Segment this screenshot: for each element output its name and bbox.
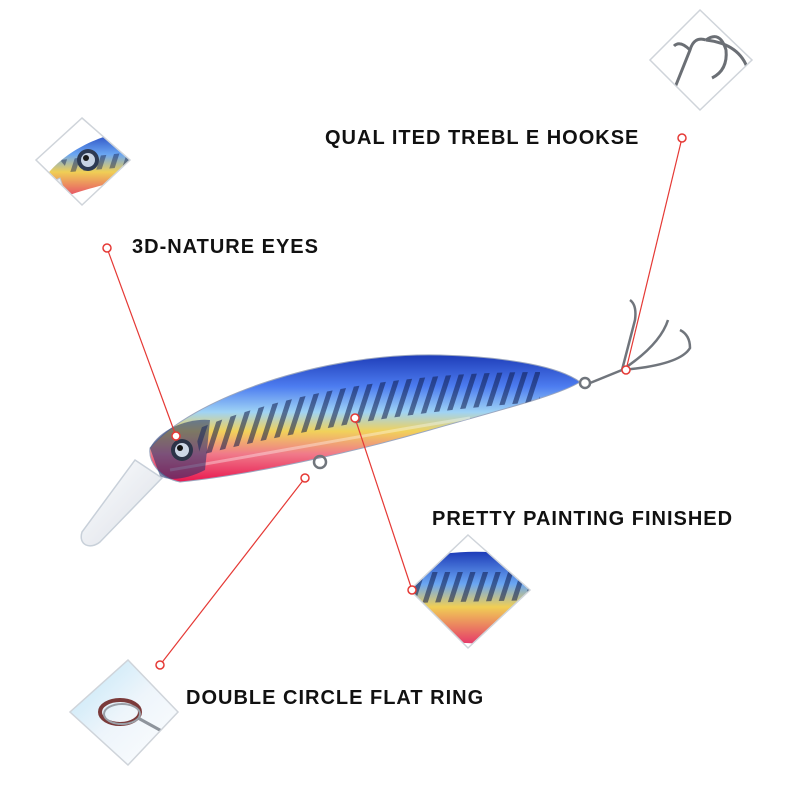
painting-zoom-inset [408,533,532,650]
fishing-lure [80,298,692,547]
eyes-leader-line [106,247,177,437]
painting-dot [407,585,417,595]
eye-anchor-dot [171,431,181,441]
painting-anchor-dot [350,413,360,423]
eye-zoom-inset [34,116,132,207]
hooks-callout-label: QUAL ITED TREBL E HOOKSE [325,127,640,149]
painting-callout-label: PRETTY PAINTING FINISHED [432,508,734,530]
ring-anchor-dot [300,473,310,483]
callout-leader-lines [106,137,683,666]
ring-callout-label: DOUBLE CIRCLE FLAT RING [186,687,485,709]
eyes-callout-label: 3D-NATURE EYES [132,236,319,258]
eyes-dot [102,243,112,253]
hooks-zoom-inset [648,8,754,112]
hook-anchor-dot [621,365,631,375]
painting-leader-line [354,417,413,591]
ring-dot [155,660,165,670]
ring-leader-line [159,477,306,666]
ring-zoom-inset [68,658,180,767]
hooks-dot [677,133,687,143]
hooks-leader-line [625,137,683,371]
callout-dots [102,133,687,670]
